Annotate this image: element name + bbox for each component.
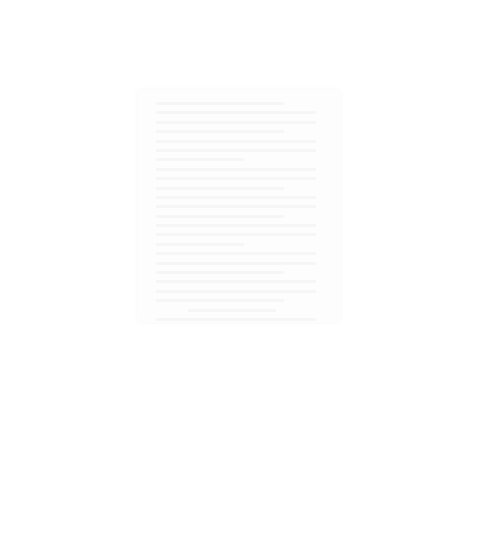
text-line bbox=[156, 158, 244, 162]
text-line bbox=[156, 280, 316, 284]
text-line bbox=[156, 195, 316, 199]
text-line bbox=[156, 167, 316, 171]
text-line bbox=[156, 233, 316, 237]
text-line bbox=[156, 214, 284, 218]
text-line bbox=[156, 224, 316, 228]
text-line bbox=[156, 148, 316, 152]
text-line bbox=[156, 139, 316, 143]
document-page bbox=[138, 90, 340, 322]
text-line bbox=[156, 186, 284, 190]
text-line bbox=[156, 252, 316, 256]
text-line bbox=[188, 308, 276, 312]
text-line bbox=[156, 177, 316, 181]
text-line bbox=[156, 205, 316, 209]
text-line bbox=[156, 111, 316, 115]
text-line bbox=[156, 242, 244, 246]
text-line bbox=[156, 120, 316, 124]
text-line bbox=[156, 271, 284, 275]
text-line bbox=[156, 102, 284, 105]
text-line bbox=[156, 130, 284, 134]
text-line bbox=[156, 261, 316, 265]
text-line bbox=[156, 317, 316, 321]
text-line bbox=[156, 299, 284, 303]
illegible-text-block bbox=[156, 102, 316, 327]
text-line bbox=[156, 289, 316, 293]
